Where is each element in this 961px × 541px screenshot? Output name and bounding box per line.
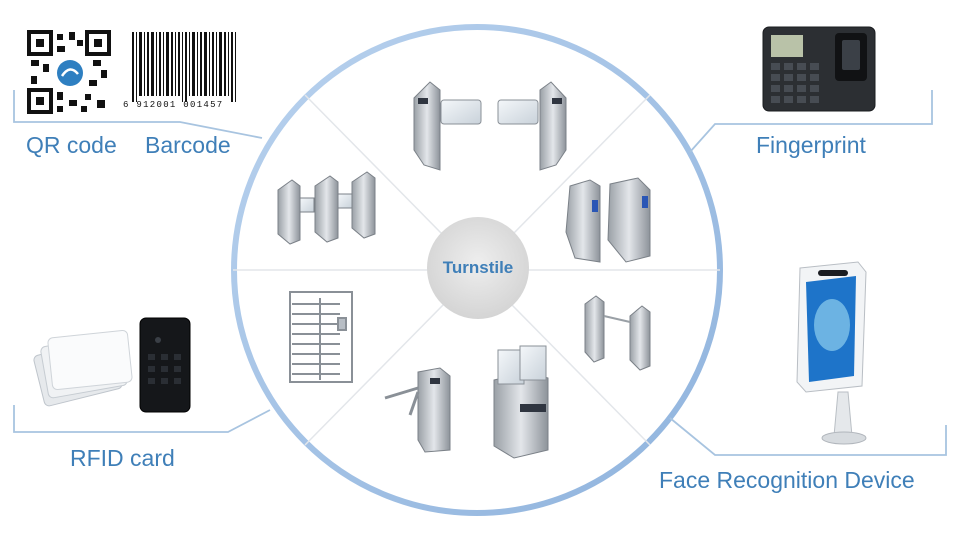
fingerprint-device-image (762, 26, 876, 112)
fingerprint-label: Fingerprint (756, 132, 866, 158)
barcode-image (132, 32, 236, 102)
flap-barrier-image (565, 177, 651, 263)
rfid-cards-image (33, 329, 133, 407)
face-recognition-device-image (796, 261, 867, 445)
qr-code-label: QR code (26, 132, 117, 158)
qr-code-image (27, 30, 111, 114)
connector-lines (13, 90, 947, 456)
face-recognition-label: Face Recognition Device (659, 467, 915, 493)
arm-barrier-image (584, 295, 651, 371)
speed-gate-image (493, 345, 549, 459)
barcode-digits: 6 912001 001457 (123, 100, 224, 110)
swing-gate-image (413, 81, 567, 171)
barcode-label: Barcode (145, 132, 231, 158)
triple-gate-image (277, 171, 376, 245)
rfid-card-label: RFID card (70, 445, 175, 471)
rfid-reader-image (139, 317, 191, 413)
tripod-turnstile-image (384, 367, 451, 453)
full-height-turnstile-image (289, 291, 353, 383)
center-hub-label: Turnstile (442, 258, 514, 277)
center-hub (427, 217, 529, 319)
